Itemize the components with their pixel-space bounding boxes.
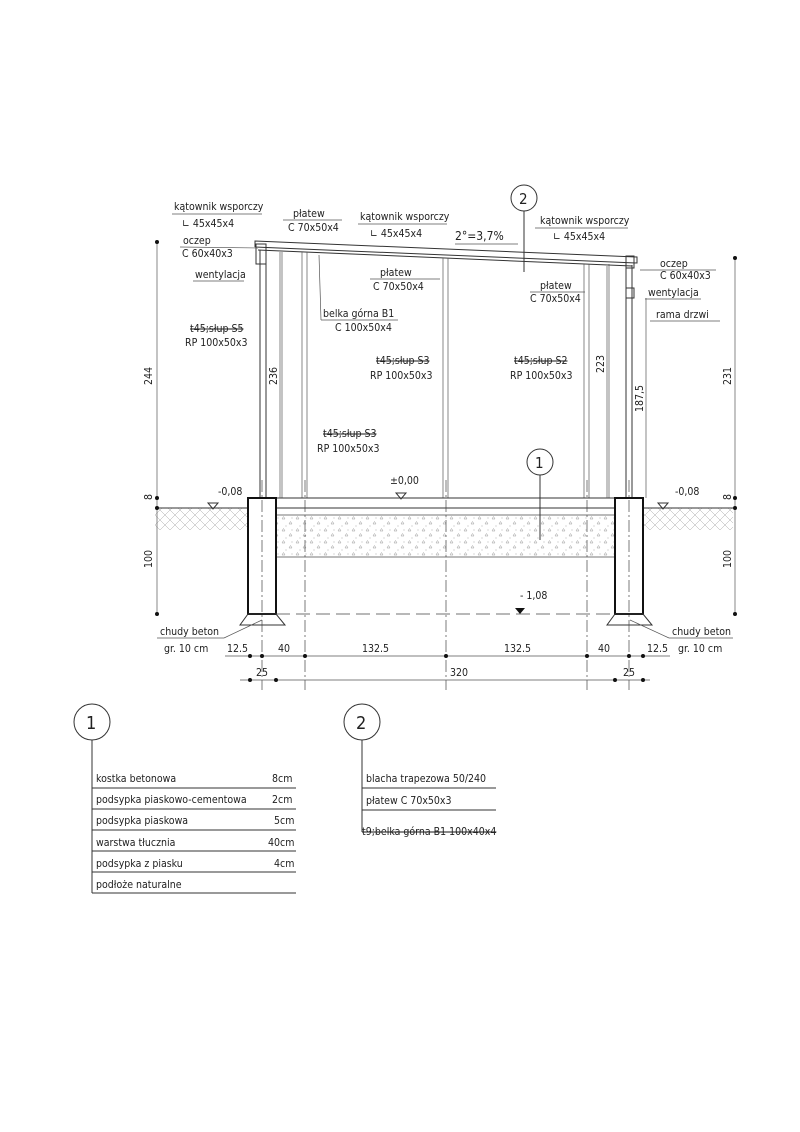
level-bottom: - 1,08: [520, 590, 547, 602]
svg-text:chudy beton: chudy beton: [160, 626, 219, 638]
svg-text:kątownik wsporczy: kątownik wsporczy: [540, 215, 630, 227]
svg-text:podsypka z piasku: podsypka z piasku: [96, 858, 183, 870]
svg-text:t45;słup S5: t45;słup S5: [190, 323, 244, 335]
svg-text:t45;słup S2: t45;słup S2: [514, 355, 568, 367]
svg-text:25: 25: [623, 667, 635, 679]
svg-text:C 70x50x4: C 70x50x4: [373, 281, 424, 293]
layer-row: płatew C 70x50x3: [366, 795, 452, 807]
svg-text:25: 25: [256, 667, 268, 679]
vertical-dimensions: 244 8 100 236 223 187,5 231 8 100: [143, 240, 737, 616]
svg-text:2: 2: [356, 713, 366, 734]
svg-text:2cm: 2cm: [272, 794, 292, 806]
svg-text:4cm: 4cm: [274, 858, 294, 870]
svg-text:kątownik wsporczy: kątownik wsporczy: [360, 211, 450, 223]
svg-text:chudy beton: chudy beton: [672, 626, 731, 638]
svg-text:132.5: 132.5: [362, 643, 389, 655]
svg-text:1: 1: [86, 713, 96, 734]
svg-text:231: 231: [722, 367, 734, 385]
svg-text:podłoże naturalne: podłoże naturalne: [96, 879, 182, 891]
svg-text:podsypka piaskowo-cementowa: podsypka piaskowo-cementowa: [96, 794, 247, 806]
svg-text:płatew: płatew: [540, 280, 572, 292]
svg-text:∟ 45x45x4: ∟ 45x45x4: [182, 218, 234, 230]
layer-row: podłoże naturalne: [92, 879, 296, 894]
svg-text:C 60x40x3: C 60x40x3: [660, 270, 711, 282]
detail-2-roof-layers: 2 blacha trapezowa 50/240 płatew C 70x50…: [343, 703, 496, 838]
svg-text:RP 100x50x3: RP 100x50x3: [510, 370, 573, 382]
svg-text:100: 100: [143, 550, 155, 568]
layer-row: t9;belka górna B1 100x40x4: [362, 826, 496, 838]
svg-text:C 70x50x4: C 70x50x4: [530, 293, 581, 305]
roof: [254, 240, 638, 299]
svg-text:t45;słup S3: t45;słup S3: [323, 428, 377, 440]
svg-text:2: 2: [519, 190, 528, 208]
svg-text:∟ 45x45x4: ∟ 45x45x4: [553, 231, 605, 243]
svg-text:100: 100: [722, 550, 734, 568]
svg-text:t45;słup S3: t45;słup S3: [376, 355, 430, 367]
svg-text:8: 8: [143, 494, 155, 500]
svg-text:12.5: 12.5: [647, 643, 668, 655]
svg-text:244: 244: [143, 367, 155, 385]
detail-1-floor-layers: 1 kostka betonowa 8cm podsypka piaskowo-c…: [73, 703, 296, 894]
layer-row: kostka betonowa 8cm: [92, 773, 296, 789]
svg-text:podsypka piaskowa: podsypka piaskowa: [96, 815, 188, 827]
svg-text:wentylacja: wentylacja: [648, 287, 699, 299]
svg-text:gr. 10 cm: gr. 10 cm: [678, 643, 722, 655]
svg-text:rama drzwi: rama drzwi: [656, 309, 709, 321]
svg-text:płatew: płatew: [293, 208, 325, 220]
svg-text:320: 320: [450, 667, 468, 679]
horizontal-dimensions: 12.5 40 132.5 132.5 40 12.5 25 320 25: [225, 643, 670, 682]
layer-row: podsypka z piasku 4cm: [92, 858, 296, 873]
foundation: [155, 480, 733, 690]
layer-row: blacha trapezowa 50/240: [366, 773, 486, 785]
svg-text:RP 100x50x3: RP 100x50x3: [370, 370, 433, 382]
svg-text:gr. 10 cm: gr. 10 cm: [164, 643, 208, 655]
svg-text:12.5: 12.5: [227, 643, 248, 655]
svg-text:C 70x50x4: C 70x50x4: [288, 222, 339, 234]
svg-text:C 100x50x4: C 100x50x4: [335, 322, 392, 334]
svg-text:wentylacja: wentylacja: [195, 269, 246, 281]
level-zero: ±0,00: [390, 475, 419, 487]
layer-row: warstwa tłucznia 40cm: [92, 837, 296, 852]
svg-text:płatew: płatew: [380, 267, 412, 279]
svg-text:223: 223: [595, 355, 607, 373]
layer-row: podsypka piaskowa 5cm: [92, 815, 296, 831]
svg-text:236: 236: [268, 367, 280, 385]
svg-text:belka górna B1: belka górna B1: [323, 308, 394, 320]
svg-text:RP 100x50x3: RP 100x50x3: [185, 337, 248, 349]
svg-text:oczep: oczep: [183, 235, 211, 247]
svg-text:warstwa tłucznia: warstwa tłucznia: [96, 837, 175, 849]
columns: [259, 250, 633, 498]
svg-text:kostka betonowa: kostka betonowa: [96, 773, 176, 785]
svg-text:40: 40: [598, 643, 610, 655]
level-right: -0,08: [675, 486, 699, 498]
svg-text:oczep: oczep: [660, 258, 688, 270]
svg-text:132.5: 132.5: [504, 643, 531, 655]
svg-text:5cm: 5cm: [274, 815, 294, 827]
svg-text:RP 100x50x3: RP 100x50x3: [317, 443, 380, 455]
svg-text:8cm: 8cm: [272, 773, 292, 785]
svg-text:∟ 45x45x4: ∟ 45x45x4: [370, 228, 422, 240]
level-left: -0,08: [218, 486, 242, 498]
svg-text:8: 8: [722, 494, 734, 500]
svg-text:kątownik wsporczy: kątownik wsporczy: [174, 201, 264, 213]
svg-text:187,5: 187,5: [634, 385, 646, 412]
layer-row: podsypka piaskowo-cementowa 2cm: [92, 794, 296, 810]
callout-2-marker: 2: [510, 184, 538, 272]
callout-1-marker: 1: [526, 448, 554, 540]
section-labels: kątownik wsporczy ∟ 45x45x4 płatew C 70x…: [157, 201, 733, 655]
slope-label: 2°=3,7%: [455, 229, 504, 243]
svg-text:40: 40: [278, 643, 290, 655]
svg-text:40cm: 40cm: [268, 837, 294, 849]
svg-text:C 60x40x3: C 60x40x3: [182, 248, 233, 260]
svg-text:1: 1: [535, 454, 544, 472]
